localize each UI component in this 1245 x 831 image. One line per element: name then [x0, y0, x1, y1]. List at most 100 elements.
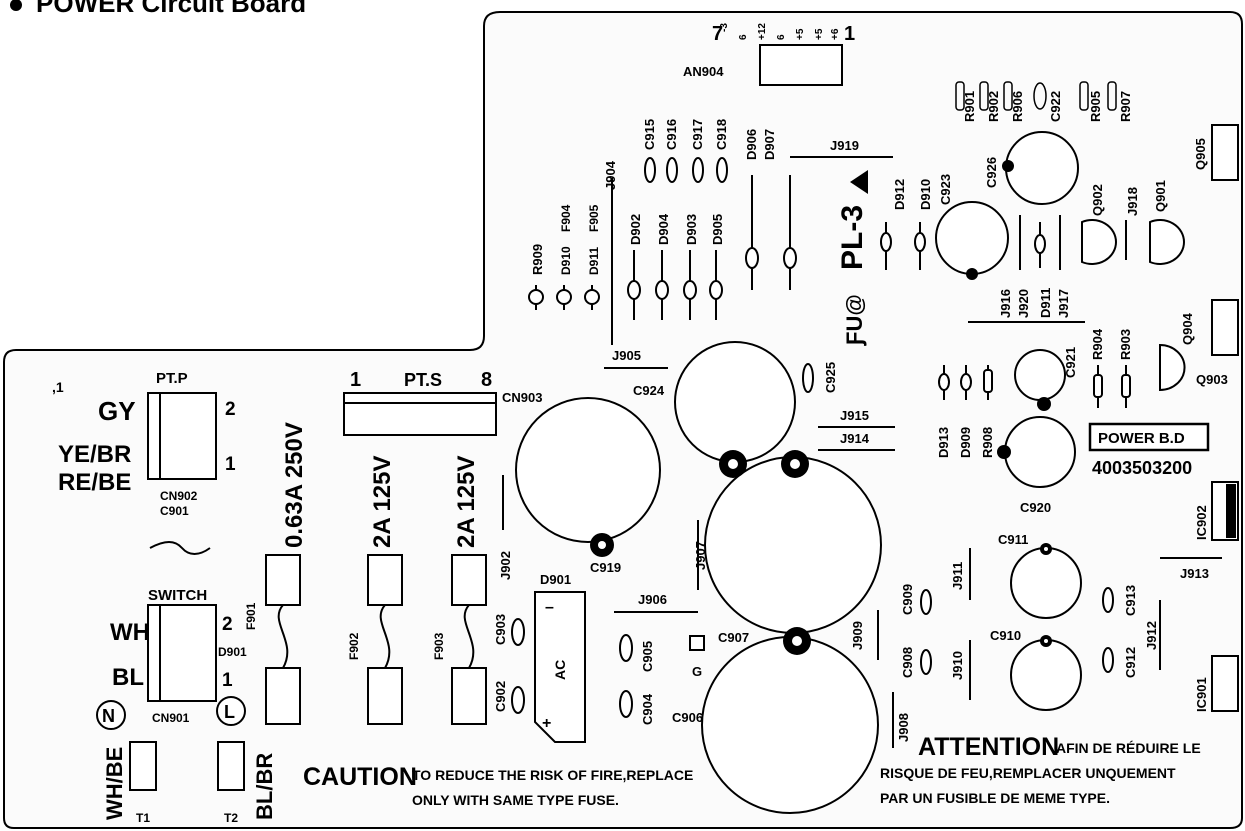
- d904-label: D904: [656, 213, 671, 245]
- c924-label: C924: [633, 383, 665, 398]
- connector-cn902: [147, 392, 217, 480]
- d911-label: D911: [1038, 288, 1053, 318]
- c918-label: C918: [714, 119, 729, 150]
- transistor-q902: [1081, 219, 1117, 265]
- q903-label: Q903: [1196, 372, 1228, 387]
- svg-text:1: 1: [844, 23, 855, 45]
- q904-label: Q904: [1180, 312, 1195, 345]
- c926-label: C926: [984, 157, 999, 188]
- caution-note: CAUTION TO REDUCE THE RISK OF FIRE,REPLA…: [303, 763, 693, 808]
- ic901-outline: [1211, 655, 1239, 712]
- q905-component: [1211, 124, 1239, 181]
- r903-label: R903: [1118, 329, 1133, 360]
- svg-text:C922: C922: [1048, 91, 1063, 122]
- pt-s-pin-right: 8: [481, 369, 492, 391]
- fuse-f902-top: [367, 554, 403, 606]
- capacitor-main: [704, 456, 882, 634]
- c917-label: C917: [690, 119, 705, 150]
- transistor-q904: [1159, 343, 1186, 392]
- capacitor-c921: [1014, 349, 1066, 401]
- svg-text:+12: +12: [757, 23, 768, 40]
- corner-mark: ,1: [52, 379, 64, 395]
- capacitor-c908: [920, 649, 932, 675]
- j915-label: J915: [840, 408, 869, 423]
- pt-p-pin-bottom: 1: [225, 454, 236, 475]
- f904-label: F904: [559, 204, 573, 232]
- wire-wh-be: WH/BE: [102, 747, 127, 820]
- pt-s-pin-left: 1: [350, 369, 361, 391]
- fuse-f903-id: F903: [432, 632, 446, 660]
- connector-cn901: [147, 604, 217, 702]
- fuse-f902-bottom: [367, 667, 403, 725]
- capacitor-c923: [935, 201, 1009, 275]
- page-title: POWER Circuit Board: [10, 0, 306, 19]
- cn903-label: CN903: [502, 390, 542, 405]
- attention-line1: AFIN DE RÉDUIRE LE: [1056, 740, 1201, 756]
- c901-label: C901: [160, 504, 189, 518]
- c921-label: C921: [1063, 347, 1078, 378]
- svg-text:+5: +5: [814, 28, 825, 40]
- capacitor-c920: [1004, 416, 1076, 488]
- switch-pin-top: 2: [222, 614, 233, 635]
- terminal-n-label: N: [102, 706, 115, 726]
- j920-label: J920: [1016, 289, 1031, 318]
- c904-label: C904: [640, 693, 655, 725]
- caution-title: CAUTION: [303, 763, 417, 791]
- r904-label: R904: [1090, 328, 1105, 360]
- capacitor-c910: [1010, 639, 1082, 711]
- d901-ac: AC: [552, 660, 568, 680]
- capacitor-c901: [149, 541, 211, 555]
- d905-label: D905: [710, 214, 725, 245]
- svg-text:6: 6: [738, 34, 749, 40]
- j917-label: J917: [1056, 289, 1071, 318]
- c926-pin: [1002, 160, 1014, 172]
- fuse-f903-top: [451, 554, 487, 606]
- j916-label: J916: [998, 289, 1013, 318]
- capacitor-c913: [1102, 587, 1114, 613]
- ic901-label: IC901: [1194, 677, 1209, 712]
- fuse-f901-id: F901: [244, 602, 258, 630]
- attention-line3: PAR UN FUSIBLE DE MEME TYPE.: [880, 790, 1110, 806]
- page-title-text: POWER Circuit Board: [36, 0, 307, 18]
- q902-label: Q902: [1090, 184, 1105, 216]
- t1-label: T1: [136, 811, 150, 825]
- svg-text:-3: -3: [719, 23, 730, 32]
- svg-text:R901: R901: [962, 91, 977, 122]
- c910-label: C910: [990, 628, 1021, 643]
- ul-mark: ƑU@: [842, 294, 867, 346]
- terminal-n: [96, 700, 126, 730]
- c925-label: C925: [823, 362, 838, 393]
- diodes-d906-d907: [745, 175, 797, 290]
- d911-alt-label: D911: [587, 247, 601, 275]
- d901-label: D901: [540, 572, 571, 587]
- diodes-d902-d905: [627, 250, 723, 320]
- diodes-d912-d910: [880, 222, 926, 270]
- d901-strike-label: D901: [218, 645, 247, 659]
- j908-label: J908: [896, 713, 911, 742]
- pt-p-label: PT.P: [156, 370, 188, 387]
- resistor-row-top-right: [955, 81, 1117, 111]
- c905-label: C905: [640, 641, 655, 672]
- attention-note: ATTENTION AFIN DE RÉDUIRE LE RISQUE DE F…: [880, 733, 1201, 806]
- wire-ye-br: YE/BR: [58, 441, 131, 468]
- cn901-label: CN901: [152, 711, 190, 725]
- fuse-f903-rating: 2A 125V: [453, 455, 480, 548]
- c920-label: C920: [1020, 500, 1051, 515]
- svg-text:R902: R902: [986, 91, 1001, 122]
- j918-label: J918: [1125, 187, 1140, 216]
- switch-pin-bottom: 1: [222, 670, 233, 691]
- d907-label: D907: [762, 129, 777, 160]
- fuse-f902-rating: 2A 125V: [369, 455, 396, 548]
- capacitors-c915-c918: [644, 157, 728, 183]
- fuse-f901-top: [265, 554, 301, 606]
- switch-label: SWITCH: [148, 587, 207, 604]
- svg-text:AN904: AN904: [683, 64, 724, 79]
- capacitor-c919: [515, 397, 661, 543]
- j902-label: J902: [498, 551, 513, 580]
- c907-label: C907: [718, 630, 749, 645]
- diode-d911: [1034, 222, 1046, 268]
- c906-label: C906: [672, 710, 703, 725]
- ground-point-g: [689, 635, 705, 651]
- capacitor-c925: [802, 363, 814, 393]
- t2-label: T2: [224, 811, 238, 825]
